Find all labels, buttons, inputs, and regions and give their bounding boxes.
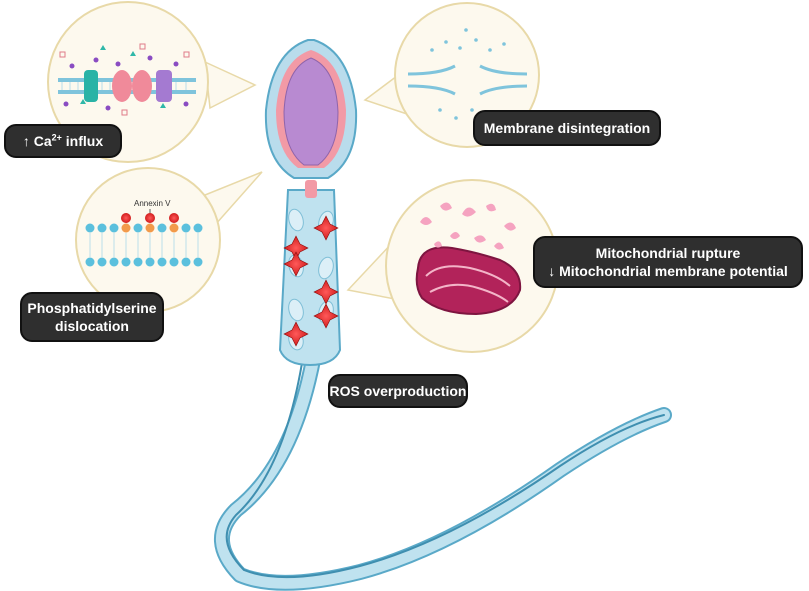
ps-line-1: Phosphatidylserine [27, 300, 157, 316]
label-membrane-disintegration: Membrane disintegration [473, 110, 661, 146]
neck-centriole [305, 180, 317, 198]
label-ca-influx: ↑ Ca2+ influx [4, 124, 122, 158]
pointer-ca [204, 60, 257, 110]
ion-channel-teal [84, 70, 98, 102]
disintegrating-membrane [407, 28, 528, 122]
ros-marker [313, 215, 339, 241]
ros-marker [283, 321, 309, 347]
label-ros-overproduction: ROS overproduction [328, 374, 468, 408]
annexin-v-marker [121, 213, 131, 223]
label-mitochondrial-rupture: Mitochondrial rupture ↓ Mitochondrial me… [533, 236, 803, 288]
ca-text: Ca [33, 133, 52, 149]
mito-line-2: ↓ Mitochondrial membrane potential [548, 263, 788, 279]
ion-channel-pink-1 [112, 70, 132, 102]
ros-marker [313, 303, 339, 329]
ion-channel-membrane [58, 43, 196, 116]
ps-line-2: dislocation [55, 318, 129, 334]
label-phosphatidylserine-dislocation: Phosphatidylserine dislocation [20, 292, 164, 342]
sperm-midpiece [278, 180, 342, 367]
ros-marker [313, 279, 339, 305]
ros-marker [283, 251, 309, 277]
ca-charge: 2+ [51, 132, 62, 143]
phosphatidylserine-membrane: Annexin V [85, 199, 203, 267]
ros-text: ROS overproduction [329, 383, 467, 399]
mito-line-1: Mitochondrial rupture [595, 245, 741, 261]
ion-channel-purple [156, 70, 172, 102]
ion-channel-pink-2 [132, 70, 152, 102]
annexin-label: Annexin V [134, 199, 171, 208]
membrane-text: Membrane disintegration [483, 120, 651, 136]
ros-marker [283, 235, 309, 261]
annexin-v-marker [145, 213, 155, 223]
ruptured-mitochondrion [415, 202, 522, 316]
annexin-v-marker [169, 213, 179, 223]
influx-text: influx [65, 133, 104, 149]
sperm-tail [214, 222, 672, 591]
up-arrow-icon: ↑ [22, 133, 30, 149]
sperm-head [264, 39, 358, 179]
